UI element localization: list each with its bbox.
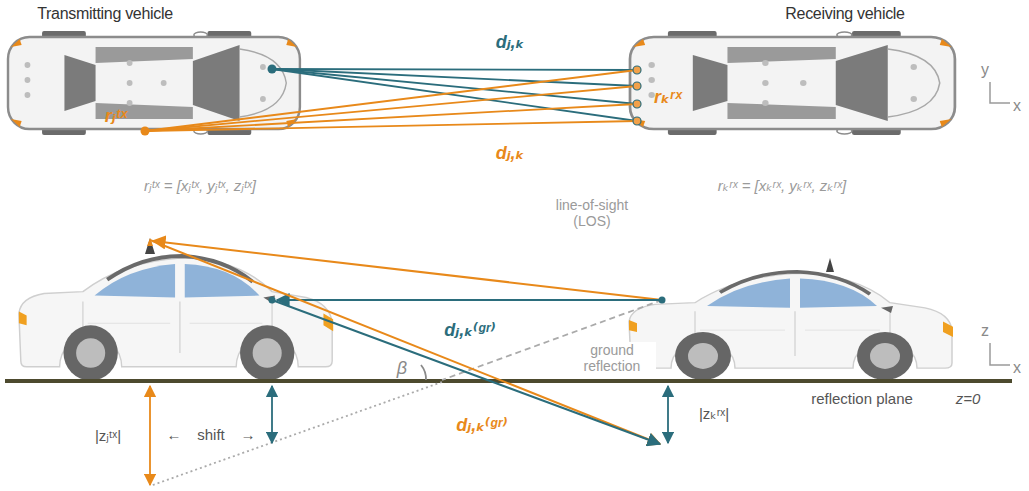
transmitting-car-top: [8, 31, 300, 135]
direct-paths-orange: [145, 70, 637, 131]
antenna: [826, 258, 834, 272]
reflection-guide: [442, 300, 662, 380]
position-vector: rⱼᵗˣ = [xⱼᵗˣ, yⱼᵗˣ, zⱼᵗˣ]: [144, 177, 256, 194]
antenna-tip: [147, 238, 153, 246]
position-label: rⱼᵗˣ: [105, 106, 127, 127]
shift-label: shift: [197, 426, 225, 443]
antenna-dot: [659, 297, 666, 304]
position-label: rₖʳˣ: [654, 87, 682, 108]
axes: [990, 343, 1010, 365]
axis-label: z: [981, 322, 989, 340]
tx-antenna-dot: [141, 127, 150, 136]
distance-label: dⱼ,ₖ⁽ᵍʳ⁾: [442, 320, 498, 341]
ground-path-teal: [272, 300, 660, 444]
transmitting-car-side: [19, 256, 333, 381]
path-label: ground reflection: [568, 342, 656, 374]
plane-label: z=0: [956, 390, 981, 407]
receiving-car-top: [630, 31, 955, 135]
height-arrow: [149, 386, 151, 485]
shift-arrow: →: [241, 426, 256, 443]
mirror-guide: [150, 382, 442, 486]
los-teal: [277, 299, 662, 301]
distance-label: dⱼ,ₖ: [496, 32, 525, 53]
tx-antenna-dot: [268, 65, 277, 74]
height-arrow: [271, 386, 273, 443]
plane-label: reflection plane: [811, 390, 913, 407]
distance-label: dⱼ,ₖ⁽ᵍʳ⁾: [454, 415, 510, 436]
height-arrow: [667, 386, 669, 443]
height-label: |zⱼᵗˣ|: [95, 427, 121, 444]
axes: [990, 82, 1010, 103]
ground-path-orange: [150, 240, 660, 444]
shift-arrow: ←: [167, 426, 182, 443]
axis-label: x: [1013, 359, 1021, 377]
los-orange: [153, 241, 662, 300]
distance-label: dⱼ,ₖ: [496, 143, 525, 164]
angle-label: β: [397, 358, 407, 379]
antenna-dot: [269, 297, 276, 304]
rx-antenna-dots: [633, 66, 641, 125]
receiving-car-side: [629, 272, 953, 380]
angle-arc: [421, 365, 426, 380]
vehicle-heading: Receiving vehicle: [785, 5, 904, 23]
vehicle-heading: Transmitting vehicle: [37, 5, 173, 23]
axis-label: x: [1013, 97, 1021, 115]
axis-label: y: [981, 61, 989, 79]
position-vector: rₖʳˣ = [xₖʳˣ, yₖʳˣ, zₖʳˣ]: [718, 177, 846, 194]
path-label: line-of-sight (LOS): [542, 197, 642, 229]
height-label: |zₖʳˣ|: [699, 405, 729, 422]
